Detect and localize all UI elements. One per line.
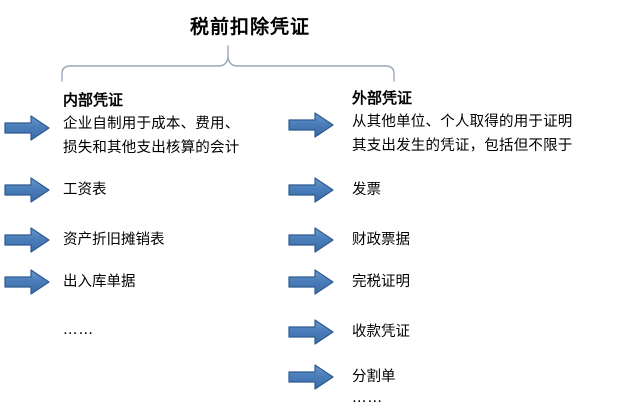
list-item: 发票 (352, 182, 381, 198)
right-arrow-icon (4, 115, 50, 141)
left-branch-ellipsis: …… (63, 322, 94, 338)
right-arrow-icon (288, 112, 334, 138)
list-item: 资产折旧摊销表 (63, 232, 165, 248)
right-branch-description-line-1: 从其他单位、个人取得的用于证明 (352, 114, 573, 130)
curly-brace-icon (61, 45, 395, 82)
right-arrow-icon (4, 227, 50, 253)
right-arrow-icon (4, 269, 50, 295)
right-branch-description-line-2: 其支出发生的凭证，包括但不限于 (352, 138, 573, 154)
right-branch-ellipsis: …… (352, 390, 383, 406)
right-arrow-icon (288, 177, 334, 203)
right-arrow-icon (4, 177, 50, 203)
left-branch-description: 企业自制用于成本、费用、 损失和其他支出核算的会计 (63, 112, 288, 160)
list-item: 收款凭证 (352, 324, 410, 340)
list-item: 分割单 (352, 369, 396, 385)
right-arrow-icon (288, 269, 334, 295)
list-item: 完税证明 (352, 274, 410, 290)
list-item: 出入库单据 (63, 274, 136, 290)
page-title: 税前扣除凭证 (189, 16, 310, 38)
left-branch-description-line-1: 企业自制用于成本、费用、 (63, 116, 240, 132)
right-arrow-icon (288, 364, 334, 390)
right-arrow-icon (288, 227, 334, 253)
right-branch-description: 从其他单位、个人取得的用于证明 其支出发生的凭证，包括但不限于 (352, 110, 617, 158)
right-branch-heading: 外部凭证 (352, 89, 413, 107)
right-arrow-icon (288, 319, 334, 345)
left-branch-heading: 内部凭证 (63, 91, 124, 109)
left-branch-description-line-2: 损失和其他支出核算的会计 (63, 140, 240, 156)
list-item: 财政票据 (352, 232, 410, 248)
list-item: 工资表 (63, 182, 107, 198)
